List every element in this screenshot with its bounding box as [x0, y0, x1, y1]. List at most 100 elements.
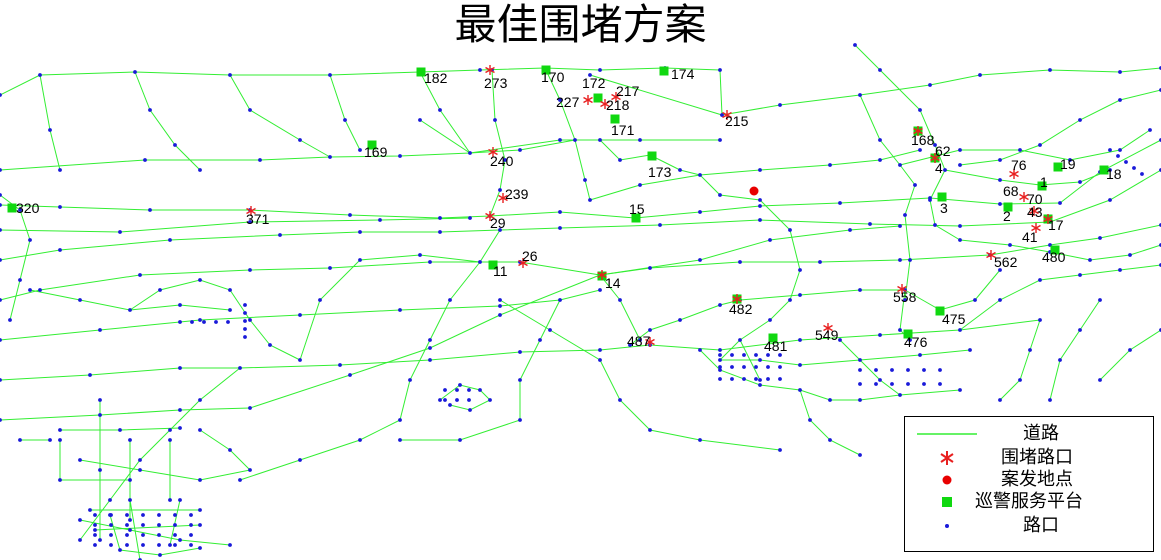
- intersection-dot: [1128, 253, 1132, 257]
- intersection-dot: [268, 343, 272, 347]
- intersection-dot: [730, 365, 734, 369]
- road-segment: [229, 74, 331, 158]
- intersection-dot: [438, 230, 442, 234]
- intersection-dot: [758, 218, 762, 222]
- intersection-dot: [343, 118, 347, 122]
- intersection-dot: [428, 260, 432, 264]
- intersection-dot: [173, 533, 177, 537]
- intersection-dot: [398, 154, 402, 158]
- intersection-dot: [588, 73, 592, 77]
- blockade-asterisk: [732, 294, 742, 304]
- intersection-dot: [88, 373, 92, 377]
- intersection-dot: [658, 223, 662, 227]
- platform-square: [541, 65, 551, 75]
- platform-square: [367, 140, 377, 150]
- intersection-dot: [109, 533, 113, 537]
- intersection-dot: [778, 353, 782, 357]
- intersection-dot: [890, 382, 894, 386]
- intersection-dot: [173, 543, 177, 547]
- road-segment: [29, 289, 231, 311]
- blockade-asterisk: [1043, 214, 1053, 224]
- platform-square: [768, 333, 778, 343]
- road-segment: [959, 264, 1161, 331]
- road-segment: [249, 319, 301, 361]
- intersection-dot: [588, 198, 592, 202]
- intersection-dot: [467, 388, 471, 392]
- road-segment: [854, 44, 946, 171]
- asterisk-stroke: [583, 96, 593, 104]
- node-label: 273: [484, 75, 508, 91]
- blockade-asterisk: [1029, 206, 1039, 216]
- intersection-dot: [109, 543, 113, 547]
- legend-intersection-row: 路口: [905, 515, 1153, 537]
- intersection-dot: [228, 543, 232, 547]
- intersection-dot: [908, 258, 912, 262]
- intersection-dot: [998, 398, 1002, 402]
- asterisk-stroke: [722, 111, 732, 119]
- platform-square: [7, 203, 17, 213]
- blockade-asterisk: [518, 258, 528, 268]
- intersection-dot: [214, 320, 218, 324]
- intersection-dot: [742, 377, 746, 381]
- intersection-dot: [698, 210, 702, 214]
- intersection-dot: [0, 298, 2, 302]
- intersection-dot: [128, 528, 132, 532]
- intersection-dot: [438, 398, 442, 402]
- intersection-dot: [358, 230, 362, 234]
- intersection-dot: [978, 73, 982, 77]
- intersection-dot: [1028, 348, 1032, 352]
- intersection-dot: [88, 508, 92, 512]
- asterisk-stroke: [930, 154, 940, 162]
- intersection-dot: [1098, 236, 1102, 240]
- intersection-dot: [468, 408, 472, 412]
- node-label: 172: [582, 75, 606, 91]
- intersection-dot: [938, 368, 942, 372]
- intersection-dot: [503, 158, 507, 162]
- blue-dot-icon: [945, 524, 949, 528]
- asterisk-stroke: [897, 285, 907, 293]
- blockade-asterisk: [1031, 223, 1041, 233]
- platform-square: [937, 192, 947, 202]
- intersection-dot: [754, 365, 758, 369]
- intersection-dot: [898, 258, 902, 262]
- blockade-asterisk: [913, 126, 923, 136]
- intersection-dot: [38, 288, 42, 292]
- road-segment: [479, 229, 501, 263]
- intersection-dot: [922, 382, 926, 386]
- platform-square: [488, 260, 498, 270]
- platform-square: [593, 93, 603, 103]
- intersection-dot: [1058, 358, 1062, 362]
- intersection-dot: [906, 368, 910, 372]
- platform-square: [416, 67, 426, 77]
- road-segment: [699, 149, 921, 176]
- road-segment: [739, 289, 905, 301]
- intersection-dot: [248, 406, 252, 410]
- intersection-dot: [958, 163, 962, 167]
- intersection-dot: [108, 498, 112, 502]
- intersection-dot: [933, 143, 937, 147]
- intersection-dot: [58, 428, 62, 432]
- node-label: 70: [1027, 191, 1043, 207]
- intersection-dot: [133, 70, 137, 74]
- intersection-dot: [243, 311, 247, 315]
- road-segment: [589, 174, 701, 201]
- intersection-dot: [58, 478, 62, 482]
- road-segment: [599, 224, 1161, 276]
- intersection-dot: [98, 328, 102, 332]
- intersection-dot: [78, 538, 82, 542]
- intersection-dot: [168, 543, 172, 547]
- intersection-dot: [28, 288, 32, 292]
- intersection-dot: [848, 228, 852, 232]
- intersection-dot: [718, 353, 722, 357]
- intersection-dot: [878, 378, 882, 382]
- intersection-dot: [778, 365, 782, 369]
- road-segment: [999, 319, 1041, 401]
- intersection-dot: [157, 533, 161, 537]
- intersection-dot: [157, 543, 161, 547]
- intersection-dot: [243, 335, 247, 339]
- map-title: 最佳围堵方案: [454, 0, 707, 49]
- intersection-dot: [198, 478, 202, 482]
- intersection-dot: [618, 398, 622, 402]
- road-segment: [929, 67, 1161, 86]
- road-segment: [739, 339, 761, 381]
